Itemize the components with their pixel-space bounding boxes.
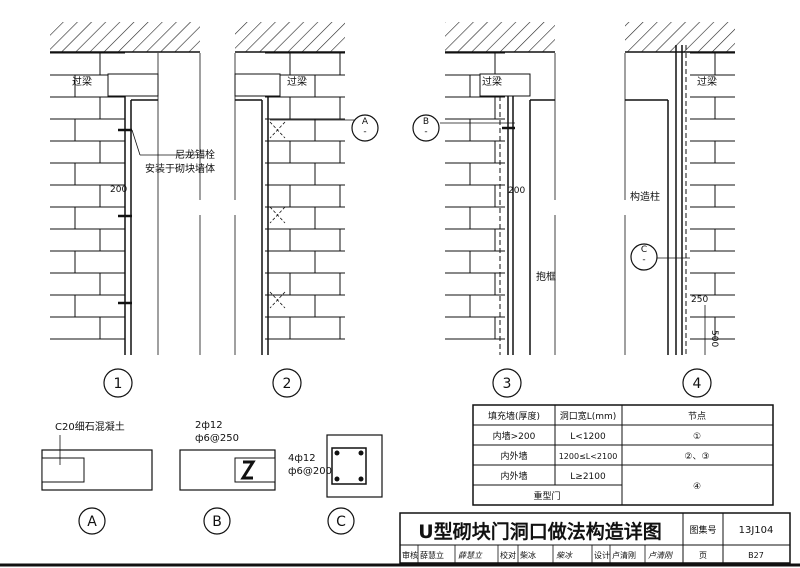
detail-number: 3 — [503, 376, 512, 392]
column-label: 构造柱 — [630, 190, 660, 203]
rebar-dot — [334, 450, 340, 456]
frame-label: 抱框 — [536, 270, 556, 283]
anchor-note: 尼龙锚栓 — [175, 148, 215, 161]
svg-text:4ф12: 4ф12 — [288, 453, 316, 464]
filler-x — [269, 291, 286, 309]
filler-x — [269, 121, 286, 139]
section-ref-circle — [412, 114, 440, 142]
svg-text:内外墙: 内外墙 — [500, 450, 527, 462]
dimension: 200 — [110, 185, 127, 195]
lintel — [479, 73, 531, 97]
section-a-core — [41, 457, 85, 483]
section-label-circle — [203, 507, 231, 535]
detail-number-circle — [103, 368, 133, 398]
rebar-stirrup — [240, 460, 256, 480]
title-block: U型砌块门洞口做法构造详图 图集号 13J104 审核 薛慧立 薛慧立 校对 柴… — [0, 512, 800, 567]
svg-text:卢清刚: 卢清刚 — [612, 550, 636, 560]
table-header: 节点 — [688, 411, 706, 422]
svg-text:柴冰: 柴冰 — [520, 550, 536, 560]
svg-text:薛慧立: 薛慧立 — [420, 550, 444, 560]
lintel-label: 过梁 — [482, 75, 502, 88]
svg-text:内墙>200: 内墙>200 — [493, 430, 536, 442]
section-ref: B — [423, 117, 429, 127]
svg-text:ф6@250: ф6@250 — [195, 433, 239, 444]
svg-text:L<1200: L<1200 — [570, 432, 606, 442]
section-label-circle — [78, 507, 106, 535]
svg-text:L≥2100: L≥2100 — [570, 472, 606, 482]
lintel-label: 过梁 — [697, 75, 717, 88]
floor-slab-hatch — [235, 22, 345, 52]
section-label-circle — [327, 507, 355, 535]
detail-number: 1 — [114, 376, 123, 392]
lintel — [107, 73, 159, 97]
svg-text:④: ④ — [693, 482, 701, 492]
svg-text:①: ① — [693, 432, 701, 442]
rebar-dot — [358, 450, 364, 456]
lintel-label: 过梁 — [72, 75, 92, 88]
lintel-label: 过梁 — [287, 75, 307, 88]
detail-number-circle — [492, 368, 522, 398]
svg-text:2ф12: 2ф12 — [195, 420, 223, 431]
section-ref: C — [641, 245, 647, 255]
signature: 柴冰 — [556, 551, 573, 560]
section-c: 4ф12 ф6@200 C — [288, 453, 346, 530]
svg-text:审核: 审核 — [402, 550, 418, 560]
rebar-dot — [358, 476, 364, 482]
svg-text:1200≤L<2100: 1200≤L<2100 — [559, 452, 618, 461]
dimension: 500 — [709, 330, 719, 347]
detail-4: 过梁 构造柱 C - 250 500 — [630, 75, 719, 347]
section-ref: A — [362, 117, 369, 127]
svg-text:页: 页 — [699, 551, 707, 560]
svg-text:A: A — [87, 514, 97, 530]
leader — [131, 129, 141, 156]
floor-slab-hatch — [625, 22, 735, 52]
svg-text:内外墙: 内外墙 — [500, 470, 527, 482]
drawing-title: U型砌块门洞口做法构造详图 — [418, 520, 661, 543]
floor-slab-hatch — [50, 22, 200, 52]
section-ref-circle — [630, 243, 658, 271]
section-a: C20细石混凝土 A — [55, 420, 125, 530]
detail-2: 过梁 A - — [287, 75, 369, 137]
svg-text:B: B — [212, 514, 222, 530]
svg-text:②、③: ②、③ — [684, 452, 709, 462]
rebar-dot — [334, 476, 340, 482]
dimension: 200 — [508, 186, 525, 196]
dimension: 250 — [691, 295, 708, 305]
detail-1: 过梁 尼龙锚栓 安装于砌块墙体 200 — [72, 75, 215, 195]
detail-number: 2 — [283, 376, 292, 392]
anchor-note: 安装于砌块墙体 — [145, 162, 215, 175]
signature: 薛慧立 — [458, 551, 483, 560]
table-header: 洞口宽L(mm) — [560, 410, 617, 422]
atlas-number: 13J104 — [739, 525, 774, 536]
svg-text:校对: 校对 — [500, 550, 516, 560]
svg-text:-: - — [424, 127, 427, 137]
page-number: B27 — [748, 551, 764, 560]
svg-text:ф6@200: ф6@200 — [288, 466, 332, 477]
section-b: 2ф12 ф6@250 B — [195, 420, 239, 530]
svg-text:-: - — [642, 255, 645, 265]
floor-slab-hatch — [445, 22, 555, 52]
svg-text:设计: 设计 — [594, 550, 610, 560]
detail-3: 过梁 B - 200 抱框 — [423, 75, 556, 283]
table-header: 填充墙(厚度) — [488, 410, 540, 422]
signature: 卢清刚 — [648, 551, 674, 560]
detail-number-circle — [272, 368, 302, 398]
section-ref-circle — [351, 114, 379, 142]
detail-number: 4 — [693, 376, 702, 392]
detail-number-circle — [682, 368, 712, 398]
filler-x — [269, 206, 286, 224]
svg-text:重型门: 重型门 — [533, 490, 560, 502]
lintel — [234, 73, 281, 97]
svg-text:图集号: 图集号 — [689, 524, 716, 536]
svg-text:C20细石混凝土: C20细石混凝土 — [55, 420, 125, 433]
svg-text:-: - — [363, 127, 366, 137]
svg-text:C: C — [336, 514, 346, 530]
node-table: 填充墙(厚度) 洞口宽L(mm) 节点 内墙>200 L<1200 ① 内外墙 … — [472, 404, 774, 506]
